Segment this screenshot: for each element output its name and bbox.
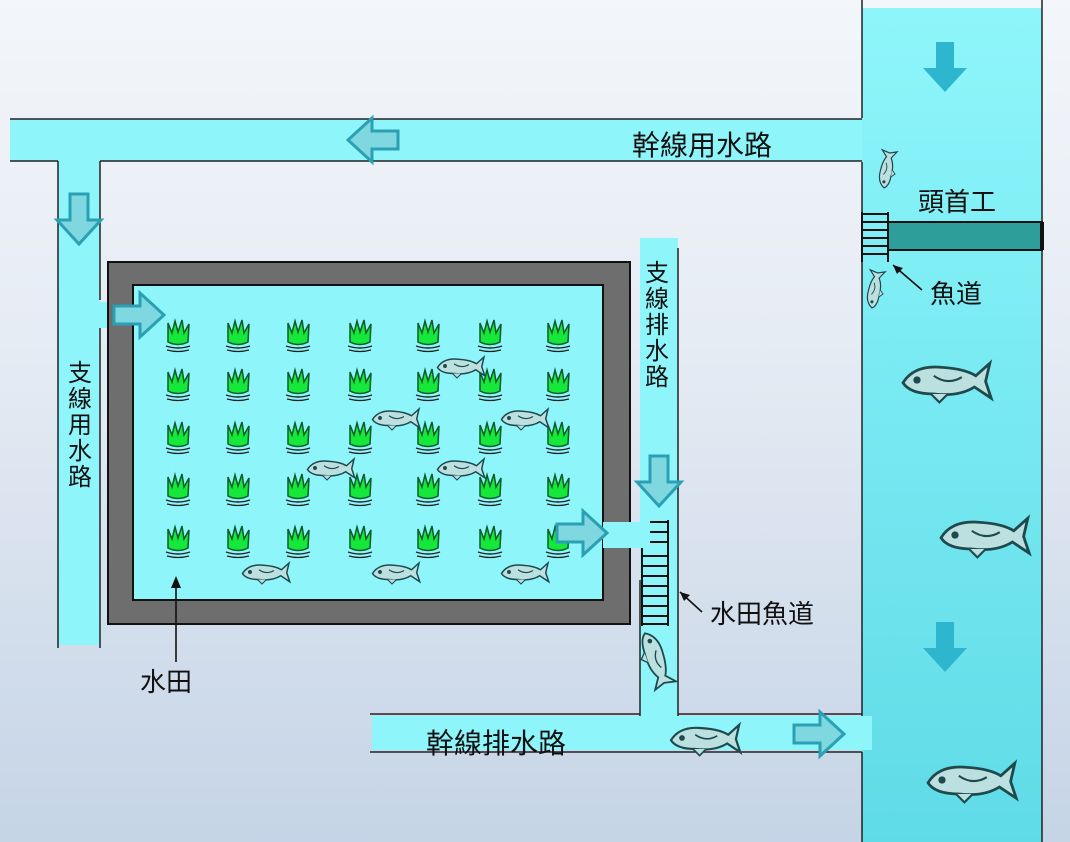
main-canal	[10, 119, 862, 161]
main-drain	[372, 716, 872, 750]
branch-supply-label: 支線用水路	[68, 359, 92, 491]
branch-drain-label: 支線排水路	[645, 259, 669, 391]
river-fishway-ladder	[861, 212, 889, 262]
paddy-label: 水田	[140, 668, 193, 698]
main-drain-label: 幹線排水路	[426, 727, 567, 760]
river-channel	[862, 8, 1042, 842]
main-canal-label: 幹線用水路	[632, 129, 773, 162]
paddy-fishway-ladder	[641, 520, 669, 626]
headworks-weir	[887, 221, 1043, 251]
headworks-label: 頭首工	[918, 188, 997, 218]
fishway-label: 魚道	[930, 280, 983, 310]
paddy-fishway-label: 水田魚道	[710, 600, 815, 630]
